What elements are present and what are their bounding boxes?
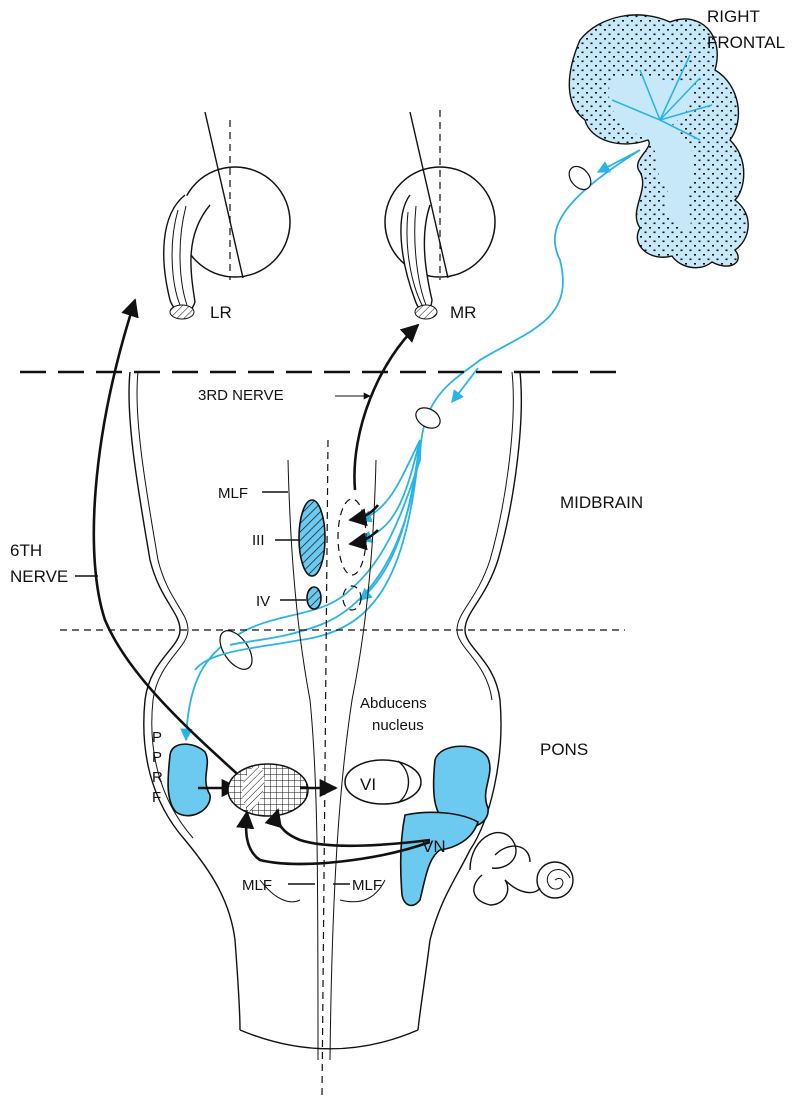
- cut-section-ellipse-1: [565, 162, 596, 193]
- mr-label: MR: [450, 303, 476, 322]
- vestibular-nucleus: [401, 812, 478, 905]
- cut-section-ellipse-3: [214, 625, 259, 675]
- lr-label: LR: [210, 303, 232, 322]
- abducens-nucleus-left: [228, 764, 308, 816]
- semicircular-canals: [470, 833, 530, 905]
- lr-cut-end: [170, 305, 194, 319]
- mlf-left-label: MLF: [242, 877, 272, 894]
- inner-ear: [470, 833, 573, 905]
- brainstem-left-edge: [129, 372, 240, 1030]
- pprf-label-p2: P: [152, 749, 162, 766]
- pprf-label-r: R: [152, 769, 163, 786]
- iii-label: III: [252, 532, 265, 549]
- mr-cut-end: [415, 305, 437, 319]
- right-frontal-label-2: FRONTAL: [707, 33, 785, 52]
- sixth-nerve-label: 6TH: [10, 541, 42, 560]
- right-frontal-label: RIGHT: [707, 7, 760, 26]
- pprf-label-f: F: [152, 789, 161, 806]
- right-frontal-cortex: RIGHT FRONTAL: [569, 7, 785, 268]
- pprf-nucleus: [168, 744, 210, 816]
- mlf-top-label: MLF: [218, 485, 248, 502]
- pprf-label-p1: P: [152, 729, 162, 746]
- trochlear-nucleus: [307, 587, 321, 609]
- vi-label: VI: [360, 775, 376, 794]
- abducens-label-2: nucleus: [372, 717, 424, 734]
- sixth-nerve-label-2: NERVE: [10, 567, 68, 586]
- frontal-arrowhead-top: [598, 150, 640, 172]
- abducens-label: Abducens: [360, 695, 427, 712]
- third-nerve-label: 3RD NERVE: [198, 387, 284, 404]
- mlf-tract-right: [330, 460, 376, 1060]
- abducens-nucleus-right: [345, 760, 421, 804]
- oculomotor-nucleus: [299, 500, 325, 576]
- oculomotor-nucleus-dashed: [338, 499, 366, 575]
- mlf-right-label: MLF: [352, 877, 382, 894]
- vestibular-connection: [505, 880, 540, 893]
- sixth-nerve-fiber: [94, 300, 255, 790]
- fiber-branch-2: [360, 440, 420, 540]
- medulla-base: [240, 1030, 418, 1049]
- brainstem-right-edge: [418, 372, 521, 1030]
- right-eye: MR: [385, 110, 495, 322]
- iv-label: IV: [256, 593, 270, 610]
- cut-section-ellipse-2: [412, 404, 444, 433]
- oculomotor-input-2: [350, 530, 378, 544]
- midbrain-label: MIDBRAIN: [560, 493, 643, 512]
- pons-label: PONS: [540, 740, 588, 759]
- left-eye: LR: [164, 112, 290, 322]
